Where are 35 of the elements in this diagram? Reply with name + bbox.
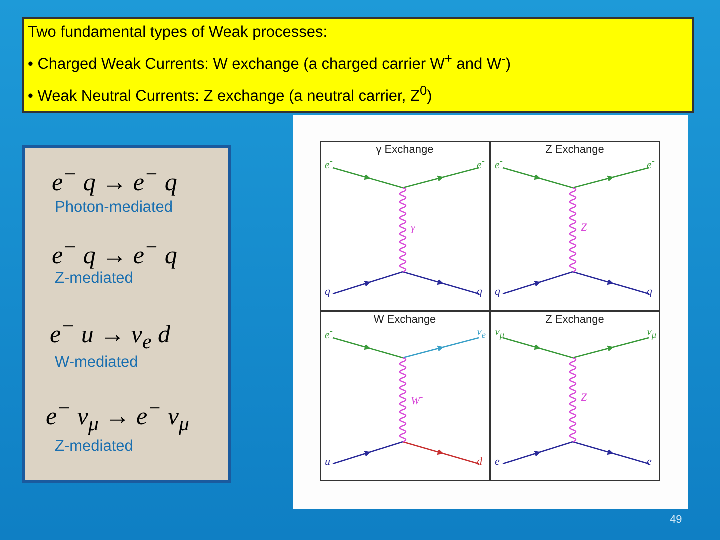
particle-label: e$^{-}$ [325, 156, 333, 172]
caption-text: Z-mediated [55, 438, 134, 456]
reaction-equation: e$^{−}$ q → e$^{−}$ q [52, 235, 178, 270]
particle-label: q [325, 286, 330, 298]
boson-label: Z [581, 392, 588, 404]
particle-label: ν$_{e}$ [477, 326, 486, 340]
panel-title: W Exchange [372, 314, 438, 326]
page-number: 49 [670, 514, 682, 526]
diagram-panel [490, 141, 660, 311]
heading-text: Two fundamental types of Weak processes: [28, 24, 329, 42]
diagram-panel [320, 141, 490, 311]
boson-label: Z [581, 222, 588, 234]
caption-text: Photon-mediated [55, 199, 174, 217]
caption-text: Z-mediated [55, 270, 134, 288]
bullet-text: • Weak Neutral Currents: Z exchange (a neutral carrier, Z$^{0}$) [28, 83, 434, 106]
particle-label: ν$_{μ}$ [647, 326, 656, 340]
particle-label: q [495, 286, 500, 298]
panel-title: Z Exchange [544, 314, 606, 326]
particle-label: u [325, 456, 330, 468]
particle-label: ν$_{μ}$ [495, 326, 504, 340]
diagram-panel [490, 311, 660, 481]
panel-title: Z Exchange [544, 144, 606, 156]
boson-label: W$^{-}$ [411, 392, 424, 408]
particle-label: e$^{-}$ [495, 156, 503, 172]
particle-label: e [495, 456, 500, 468]
reaction-equation: e$^{−}$ u → ν$_{e}$ d [50, 314, 171, 354]
reaction-equation: e$^{−}$ ν$_{μ}$ → e$^{−}$ ν$_{μ}$ [46, 396, 190, 436]
bullet-text: • Charged Weak Currents: W exchange (a charged carrier W$^{+}$ and W$^{-}$) [28, 51, 512, 74]
title-box [22, 17, 694, 113]
particle-label: e$^{-}$ [325, 326, 333, 342]
panel-title: γ Exchange [375, 144, 435, 156]
caption-text: W-mediated [55, 354, 138, 372]
reaction-equation: e$^{−}$ q → e$^{−}$ q [52, 162, 178, 198]
boson-label: γ [411, 222, 416, 234]
diagram-panel [320, 311, 490, 481]
